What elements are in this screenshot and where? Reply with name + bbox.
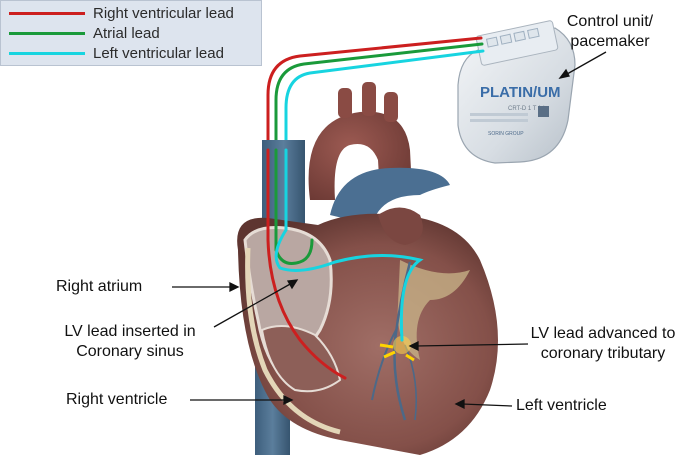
control-unit-line2: pacemaker <box>570 33 650 50</box>
legend-label: Atrial lead <box>93 24 160 42</box>
right-ventricle-label: Right ventricle <box>66 391 168 408</box>
atrial-lead-upper <box>274 42 484 152</box>
lv-inserted-line2: Coronary sinus <box>76 343 184 360</box>
device-brand: PLATIN/UM <box>480 84 561 101</box>
lv-advanced-line2: coronary tributary <box>540 345 666 362</box>
rv-lead-lower <box>266 148 347 380</box>
legend-item-rv: Right ventricular lead <box>9 3 234 23</box>
lv-inserted-label: LV lead inserted in Coronary sinus <box>40 322 220 362</box>
lv-inserted-line1: LV lead inserted in <box>64 323 196 340</box>
leads-upper <box>266 36 485 152</box>
device-manufacturer: SORIN GROUP <box>488 131 524 137</box>
legend-label: Left ventricular lead <box>93 44 224 62</box>
legend-swatch-cyan <box>9 51 85 55</box>
right-atrium-label: Right atrium <box>56 278 143 295</box>
control-unit-label: Control unit/ pacemaker <box>545 12 675 52</box>
control-unit-line1: Control unit/ <box>566 13 654 30</box>
atrial-lead-lower <box>274 148 314 265</box>
leads-lower <box>266 148 424 380</box>
rv-lead-upper <box>266 36 483 152</box>
lv-lead-lower <box>274 148 424 342</box>
heart <box>237 82 498 455</box>
legend-label: Right ventricular lead <box>93 4 234 22</box>
left-ventricle-label: Left ventricle <box>516 397 607 414</box>
lv-lead-upper <box>284 49 485 152</box>
legend-item-lv: Left ventricular lead <box>9 43 224 63</box>
lv-advanced-line1: LV lead advanced to <box>530 325 676 342</box>
legend-swatch-red <box>9 11 85 15</box>
pacemaker-device: PLATIN/UM CRT-D 1 T 1 I SORIN GROUP <box>457 20 576 164</box>
legend-item-atrial: Atrial lead <box>9 23 160 43</box>
legend-swatch-green <box>9 31 85 35</box>
pointer-arrows <box>172 51 607 410</box>
lv-advanced-label: LV lead advanced to coronary tributary <box>518 324 685 364</box>
lead-legend: Right ventricular lead Atrial lead Left … <box>0 0 262 66</box>
device-model: CRT-D 1 T 1 I <box>508 106 545 112</box>
